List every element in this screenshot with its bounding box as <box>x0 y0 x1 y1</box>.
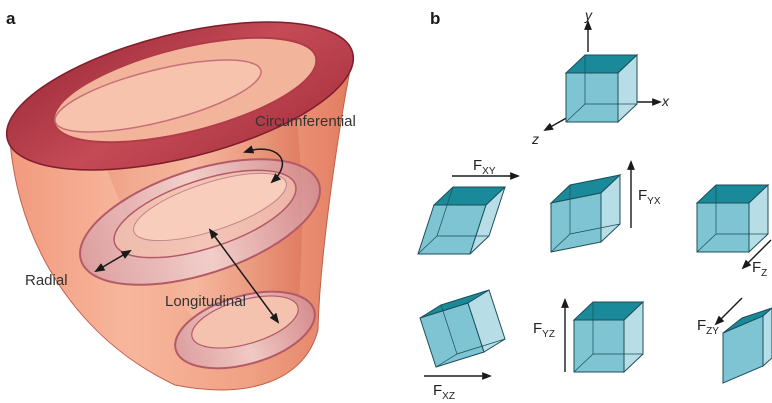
axis-label-z: z <box>531 131 539 147</box>
force-arrow-fzy <box>714 297 743 326</box>
longitudinal-arrow <box>208 228 280 324</box>
panel-a-label: a <box>6 9 16 28</box>
circumferential-arrow <box>243 145 284 184</box>
cube-fyz <box>572 300 645 374</box>
force-label-fzx: FZ <box>752 259 767 279</box>
force-label-fzy: FZY <box>697 317 719 337</box>
cube-fxz <box>419 289 506 368</box>
force-arrow-fzx <box>741 239 772 270</box>
label-circumferential: Circumferential <box>255 113 356 130</box>
axis-label-y: y <box>584 7 593 23</box>
cube-fzx <box>695 183 770 254</box>
radial-arrow <box>94 249 132 273</box>
force-label-fxz: FXZ <box>433 382 455 402</box>
label-radial: Radial <box>25 272 68 289</box>
axis-label-x: x <box>661 93 670 109</box>
cube-fzy <box>722 307 772 384</box>
force-label-fxy: FXY <box>473 157 496 177</box>
label-longitudinal: Longitudinal <box>165 293 246 310</box>
panel-b-shear-diagram: b y x z FXY <box>417 7 772 402</box>
reference-cube <box>564 53 639 124</box>
heart-ring-middle <box>79 158 321 286</box>
force-label-fyx: FYX <box>638 187 661 207</box>
force-label-fyz: FYZ <box>533 320 555 340</box>
panel-a-heart-diagram: a Circumferential Radial Longitudinal <box>5 9 356 391</box>
heart-top-opening <box>54 59 262 133</box>
cube-fyx <box>549 173 622 253</box>
cube-fxy <box>417 186 507 255</box>
panel-b-label: b <box>430 9 440 28</box>
